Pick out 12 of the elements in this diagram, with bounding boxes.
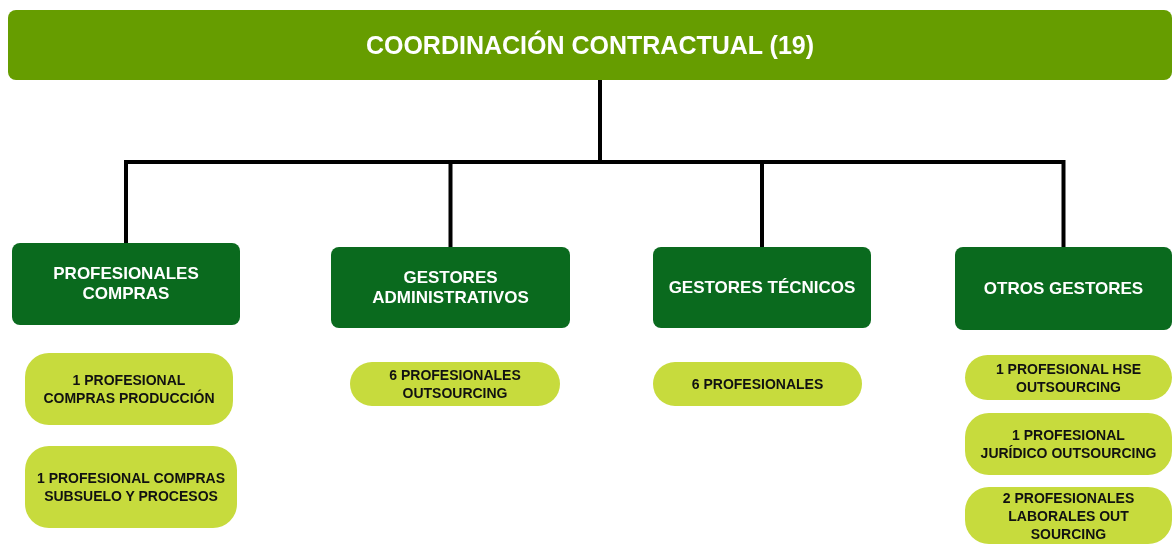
category-box: GESTORES ADMINISTRATIVOS xyxy=(331,247,570,328)
category-box: OTROS GESTORES xyxy=(955,247,1172,330)
item-pill: 6 PROFESIONALES OUTSOURCING xyxy=(350,362,560,406)
title-bar: COORDINACIÓN CONTRACTUAL (19) xyxy=(8,10,1172,80)
category-box: PROFESIONALES COMPRAS xyxy=(12,243,240,325)
item-pill: 2 PROFESIONALES LABORALES OUT SOURCING xyxy=(965,487,1172,544)
item-pill: 6 PROFESIONALES xyxy=(653,362,862,406)
item-pill: 1 PROFESIONAL JURÍDICO OUTSOURCING xyxy=(965,413,1172,475)
item-pill: 1 PROFESIONAL HSE OUTSOURCING xyxy=(965,355,1172,400)
item-pill: 1 PROFESIONAL COMPRAS SUBSUELO Y PROCESOS xyxy=(25,446,237,528)
category-box: GESTORES TÉCNICOS xyxy=(653,247,871,328)
item-pill: 1 PROFESIONAL COMPRAS PRODUCCIÓN xyxy=(25,353,233,425)
